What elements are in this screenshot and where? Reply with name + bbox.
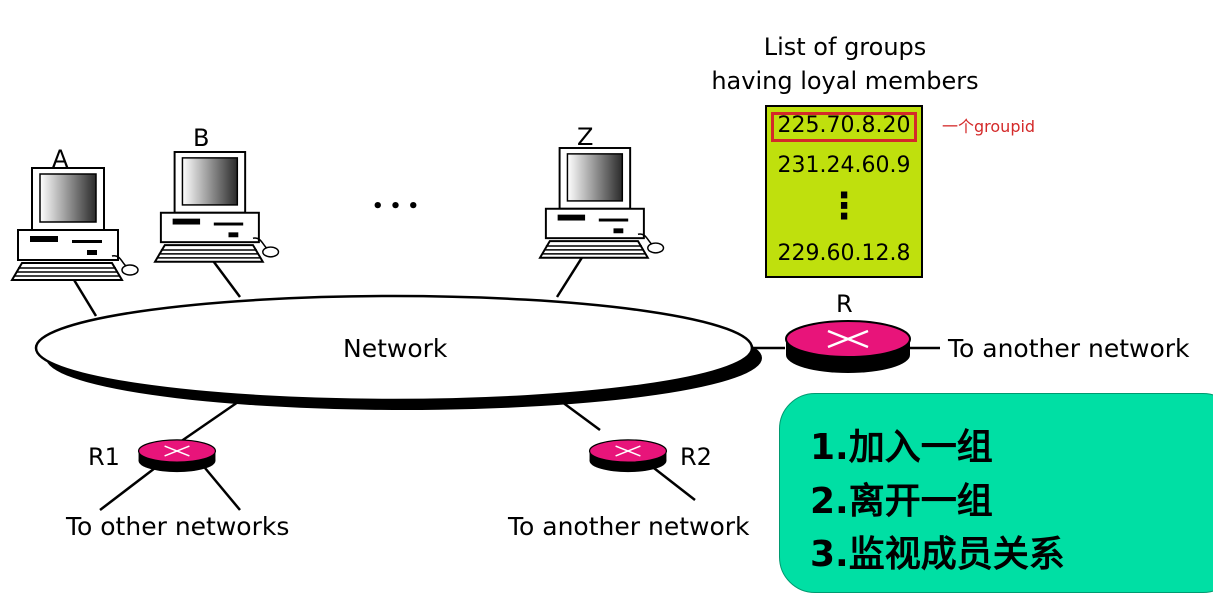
operation-item-1: 1.加入一组 bbox=[810, 427, 993, 468]
operation-item-2: 2.离开一组 bbox=[810, 481, 993, 522]
group-list-table: 225.70.8.20 231.24.60.9 ⋮ 229.60.12.8 bbox=[765, 105, 923, 278]
diagram-canvas bbox=[11, 147, 940, 511]
groupid-highlight-box bbox=[771, 112, 917, 142]
operation-item-3: 3.监视成员关系 bbox=[810, 534, 1065, 575]
router-label-r2: R2 bbox=[680, 443, 712, 471]
router-destination-r2: To another network bbox=[508, 512, 750, 541]
router-icon-r1 bbox=[137, 439, 217, 473]
network-ellipse bbox=[34, 294, 754, 402]
groupid-note: 一个groupid bbox=[942, 117, 1036, 136]
group-list-title-line1: List of groups bbox=[763, 33, 927, 61]
router-destination-r1: To other networks bbox=[66, 512, 290, 541]
group-entry-3: 229.60.12.8 bbox=[777, 241, 911, 266]
group-list-title-line2: having loyal members bbox=[711, 67, 979, 95]
router-icon-r2 bbox=[588, 439, 668, 473]
group-list-title: List of groups having loyal members bbox=[700, 30, 990, 98]
group-entry-2: 231.24.60.9 bbox=[777, 153, 911, 178]
router-label-r: R bbox=[836, 290, 853, 318]
computer-icon-a bbox=[11, 167, 139, 281]
router-label-r1: R1 bbox=[88, 443, 120, 471]
group-entry-1: 225.70.8.20 bbox=[777, 113, 911, 138]
host-label-b: B bbox=[193, 124, 210, 152]
router-icon-r bbox=[784, 319, 912, 375]
computer-icon-z bbox=[539, 147, 665, 259]
network-label: Network bbox=[343, 334, 448, 363]
host-label-a: A bbox=[52, 145, 69, 173]
host-label-z: Z bbox=[577, 123, 594, 151]
router-destination-r: To another network bbox=[948, 334, 1190, 363]
group-entry-ellipsis: ⋮ bbox=[826, 186, 862, 227]
operations-box: 1.加入一组 2.离开一组 3.监视成员关系 bbox=[779, 393, 1213, 593]
host-ellipsis: • • • bbox=[372, 196, 420, 217]
computer-icon-b bbox=[154, 151, 280, 263]
